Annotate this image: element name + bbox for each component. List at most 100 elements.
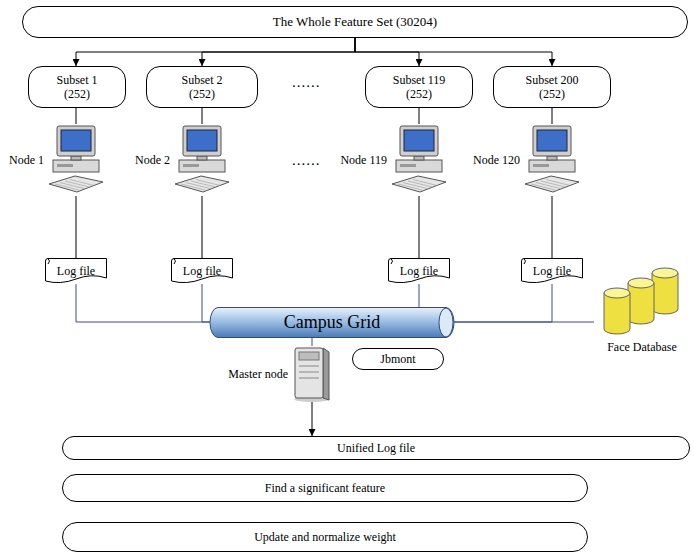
keyboard-keys [181, 184, 205, 190]
keyboard-keys [186, 183, 210, 189]
server-icon [291, 346, 333, 402]
drive-slot [57, 164, 73, 167]
connector [76, 108, 77, 124]
computer-icon [523, 124, 581, 196]
connector [454, 284, 552, 322]
connector [552, 196, 553, 258]
computer-case [529, 160, 575, 172]
node-text: Subset 200 (252) [521, 73, 583, 102]
server-slot [299, 366, 319, 367]
keyboard [525, 176, 579, 192]
server-slot [299, 378, 319, 379]
log-file-outline [46, 259, 107, 283]
process-box: Unified Log file [62, 436, 690, 460]
node-text: Log file [533, 264, 571, 278]
database-cylinder [652, 273, 678, 314]
keyboard-keys [413, 180, 437, 186]
server-front [295, 348, 323, 398]
database-cylinder-top [604, 288, 630, 298]
monitor-neck [547, 156, 557, 160]
drive-slot [533, 164, 549, 167]
log-file: Log file [521, 258, 583, 284]
log-file-outline [522, 259, 583, 283]
keyboard [392, 176, 446, 192]
server-side [323, 348, 329, 400]
database-cylinder [628, 283, 654, 324]
node-text: Find a significant feature [265, 481, 385, 495]
node-text: Log file [400, 264, 438, 278]
node-text: The Whole Feature Set (30204) [273, 14, 437, 30]
process-box: The Whole Feature Set (30204) [22, 6, 688, 38]
process-box: Subset 2 (252) [146, 66, 258, 108]
computer-case [53, 160, 99, 172]
process-box: Update and normalize weight [62, 522, 588, 552]
keyboard [175, 176, 229, 192]
keyboard-keys [403, 183, 427, 189]
node-text: Log file [183, 264, 221, 278]
process-box: Subset 1 (252) [28, 66, 126, 108]
node-text: Subset 2 (252) [171, 73, 233, 102]
computer-node: Node 120 [473, 124, 581, 196]
node-text: Campus Grid [284, 312, 381, 334]
keyboard-keys [546, 180, 570, 186]
node-text: Unified Log file [337, 441, 415, 455]
computer-case [396, 160, 442, 172]
keyboard-keys [65, 181, 89, 187]
computer-icon [173, 124, 231, 196]
keyboard-keys [536, 183, 560, 189]
log-file: Log file [45, 258, 107, 284]
log-file: Log file [388, 258, 450, 284]
computer-icon [390, 124, 448, 196]
connector [76, 196, 77, 258]
connector [202, 108, 203, 124]
log-file-curl [524, 259, 526, 265]
monitor-bezel [57, 126, 95, 156]
connector [419, 284, 420, 307]
computer-node: Node 2 [135, 124, 231, 196]
node-text: Jbmont [380, 352, 415, 366]
master-server: Master node [228, 346, 333, 402]
connector [202, 38, 355, 66]
node-text: Node 2 [135, 153, 170, 167]
keyboard-keys [408, 181, 432, 187]
keyboard-keys [191, 181, 215, 187]
keyboard-keys [60, 183, 84, 189]
node-text: Log file [57, 264, 95, 278]
keyboard-keys [196, 180, 220, 186]
node-text: Node 1 [9, 153, 44, 167]
keyboard-keys [541, 181, 565, 187]
log-file-curl [391, 259, 393, 265]
server-panel [299, 352, 319, 360]
process-box: Subset 119 (252) [365, 66, 473, 108]
process-box: Jbmont [352, 348, 444, 370]
node-text: Master node [228, 367, 288, 381]
connector [355, 38, 552, 66]
drive-slot [400, 164, 416, 167]
connector [454, 322, 594, 323]
keyboard-keys [531, 184, 555, 190]
monitor-neck [197, 156, 207, 160]
node-text: Update and normalize weight [254, 530, 396, 544]
log-file-outline [172, 259, 233, 283]
database-icon [594, 266, 690, 338]
grid-pipe: Campus Grid [210, 307, 454, 338]
connector [312, 338, 313, 346]
database-cylinder-top [652, 268, 678, 278]
node-text: Subset 1 (252) [46, 73, 108, 102]
computer-case [179, 160, 225, 172]
pipe-body [210, 308, 454, 338]
monitor-screen [187, 130, 217, 151]
monitor-bezel [533, 126, 571, 156]
monitor-neck [414, 156, 424, 160]
node-text: Face Database [607, 340, 677, 354]
node-text: Node 119 [340, 153, 387, 167]
pipe-end [439, 308, 453, 337]
connector [312, 402, 313, 436]
connector [419, 108, 420, 124]
log-file-curl [174, 259, 176, 265]
keyboard-keys [398, 184, 422, 190]
connector [76, 284, 210, 322]
node-text: Subset 119 (252) [388, 73, 450, 102]
database-cylinder [604, 293, 630, 334]
